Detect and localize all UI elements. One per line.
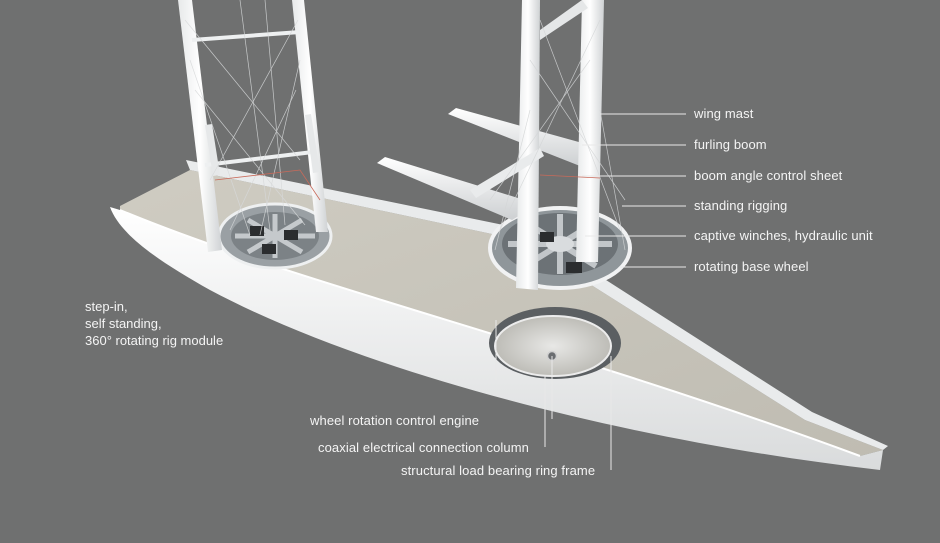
label-captive-winches: captive winches, hydraulic unit xyxy=(694,228,873,243)
label-furling-boom: furling boom xyxy=(694,137,767,152)
label-wheel-rotation-engine: wheel rotation control engine xyxy=(310,413,480,428)
label-rotating-base-wheel: rotating base wheel xyxy=(694,259,809,274)
label-ring-frame: structural load bearing ring frame xyxy=(401,463,596,478)
rig-module-note: step-in, self standing, 360° rotating ri… xyxy=(85,298,223,349)
label-standing-rigging: standing rigging xyxy=(694,198,788,213)
note-line: 360° rotating rig module xyxy=(85,333,224,348)
note-line: self standing, xyxy=(85,316,162,331)
label-wing-mast: wing mast xyxy=(694,106,754,121)
leader-lines xyxy=(495,113,686,470)
label-coaxial-column: coaxial electrical connection column xyxy=(318,440,529,455)
label-boom-angle-control-sheet: boom angle control sheet xyxy=(694,168,843,183)
note-line: step-in, xyxy=(85,299,128,314)
left-rig xyxy=(178,0,333,270)
right-rig xyxy=(377,0,632,290)
deck-well xyxy=(489,307,621,379)
hull-gunwale xyxy=(186,160,888,450)
